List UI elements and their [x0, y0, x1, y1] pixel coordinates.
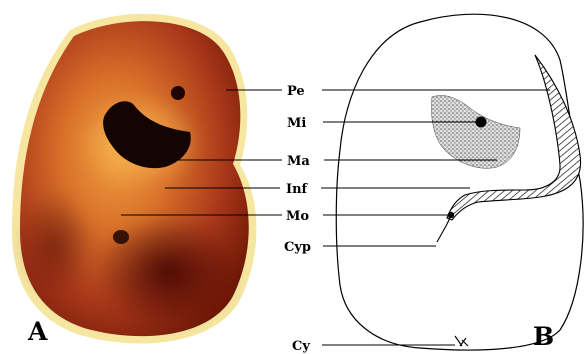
label-inf: Inf — [286, 182, 309, 197]
cell-left-shadow — [17, 190, 93, 300]
label-ma: Ma — [287, 154, 310, 169]
oral-spot-photo — [113, 230, 129, 244]
panel-b-drawing — [336, 14, 583, 350]
cell-outline-drawing — [336, 14, 583, 350]
panel-a-cell-photo — [12, 14, 257, 344]
structure-labels: Pe Mi Ma Inf Mo Cyp Cy — [284, 84, 311, 354]
label-cyp: Cyp — [284, 240, 311, 255]
micronucleus-photo — [171, 86, 185, 100]
label-cy: Cy — [292, 339, 310, 354]
mouth-drawing — [448, 212, 454, 218]
panel-label-b: B — [533, 322, 554, 351]
label-mi: Mi — [287, 116, 306, 131]
label-mo: Mo — [286, 209, 309, 224]
panel-label-a: A — [27, 317, 48, 346]
label-pe: Pe — [287, 84, 305, 99]
